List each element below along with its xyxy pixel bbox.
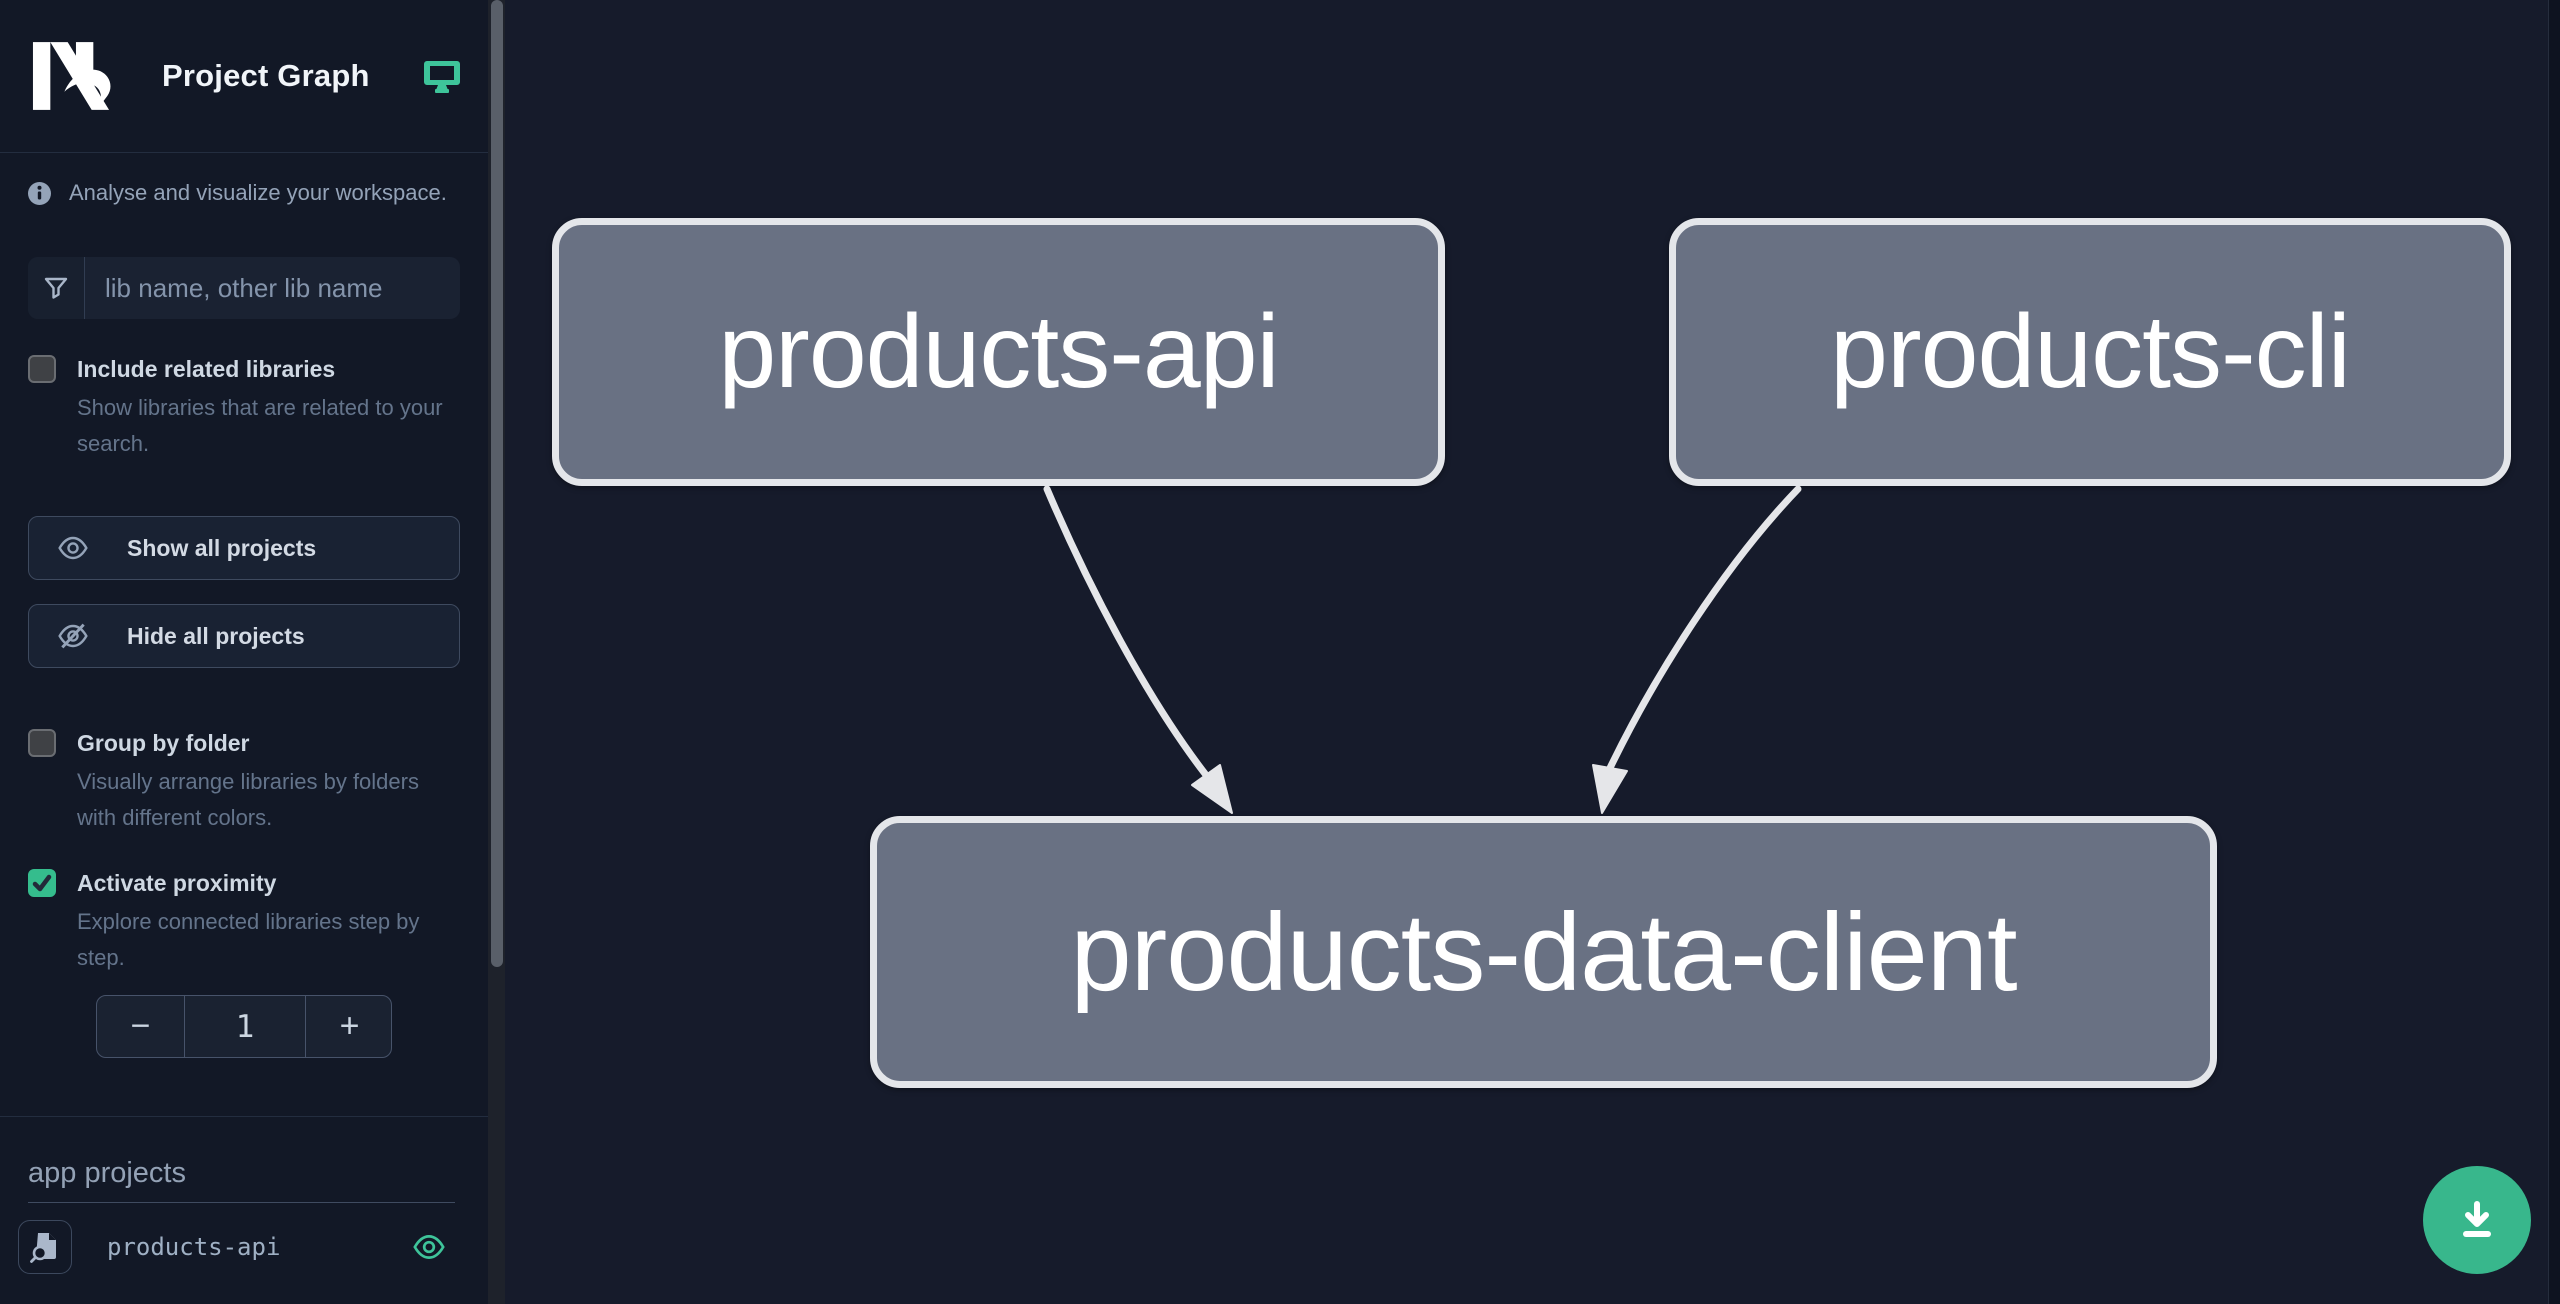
node-label: products-cli: [1830, 293, 2351, 410]
toggle-activate-proximity: Activate proximity Explore connected lib…: [0, 868, 488, 976]
eye-off-icon: [58, 623, 88, 649]
activate-proximity-checkbox[interactable]: [28, 869, 56, 897]
toggle-group-by-folder: Group by folder Visually arrange librari…: [0, 728, 488, 836]
node-label: products-api: [718, 293, 1279, 410]
project-row-products-api: products-api: [18, 1220, 460, 1274]
checkmark-icon: [32, 874, 52, 892]
include-related-description: Show libraries that are related to your …: [77, 395, 443, 456]
hide-all-projects-button[interactable]: Hide all projects: [28, 604, 460, 668]
show-all-projects-label: Show all projects: [127, 534, 317, 561]
include-related-checkbox[interactable]: [28, 355, 56, 383]
project-file-search-icon: [30, 1233, 56, 1263]
group-by-folder-description: Visually arrange libraries by folders wi…: [77, 769, 419, 830]
proximity-depth-stepper: − 1 +: [96, 995, 392, 1058]
group-by-folder-checkbox[interactable]: [28, 729, 56, 757]
download-icon: [2463, 1201, 2491, 1237]
download-graph-button[interactable]: [2423, 1166, 2531, 1274]
filter-icon: [28, 257, 85, 319]
app-projects-heading: app projects: [28, 1157, 455, 1203]
decrement-button[interactable]: −: [97, 996, 185, 1057]
search-input[interactable]: [85, 257, 460, 319]
window-scrollbar-track[interactable]: [2548, 0, 2560, 1304]
info-icon: [28, 181, 51, 205]
project-visibility-eye-icon[interactable]: [412, 1230, 446, 1264]
activate-proximity-description: Explore connected libraries step by step…: [77, 909, 420, 970]
sidebar-scrollbar-track[interactable]: [488, 0, 505, 1304]
info-row: Analyse and visualize your workspace.: [0, 180, 488, 206]
project-name[interactable]: products-api: [107, 1233, 281, 1261]
sidebar-divider: [0, 1116, 488, 1117]
monitor-icon[interactable]: [424, 59, 460, 93]
graph-node-products-cli[interactable]: products-cli: [1669, 218, 2511, 486]
activate-proximity-label[interactable]: Activate proximity: [77, 870, 277, 896]
include-related-label[interactable]: Include related libraries: [77, 356, 336, 382]
node-label: products-data-client: [1070, 890, 2017, 1014]
hide-all-projects-label: Hide all projects: [127, 622, 305, 649]
nx-logo: [32, 42, 111, 110]
sidebar-header: Project Graph: [0, 0, 488, 153]
group-by-folder-label[interactable]: Group by folder: [77, 730, 250, 756]
search-box: [28, 257, 460, 319]
increment-button[interactable]: +: [305, 996, 391, 1057]
sidebar-scrollbar-thumb[interactable]: [491, 0, 503, 967]
show-all-projects-button[interactable]: Show all projects: [28, 516, 460, 580]
page-title: Project Graph: [162, 58, 370, 93]
info-text: Analyse and visualize your workspace.: [69, 180, 447, 205]
proximity-depth-value[interactable]: 1: [235, 1008, 255, 1045]
eye-icon: [58, 536, 88, 560]
graph-node-products-api[interactable]: products-api: [552, 218, 1445, 486]
toggle-include-related: Include related libraries Show libraries…: [0, 354, 488, 462]
focus-project-button[interactable]: [18, 1220, 72, 1274]
graph-canvas[interactable]: [505, 0, 2548, 1304]
sidebar: Project Graph Analyse and visualize your…: [0, 0, 505, 1304]
graph-node-products-data-client[interactable]: products-data-client: [870, 816, 2217, 1088]
